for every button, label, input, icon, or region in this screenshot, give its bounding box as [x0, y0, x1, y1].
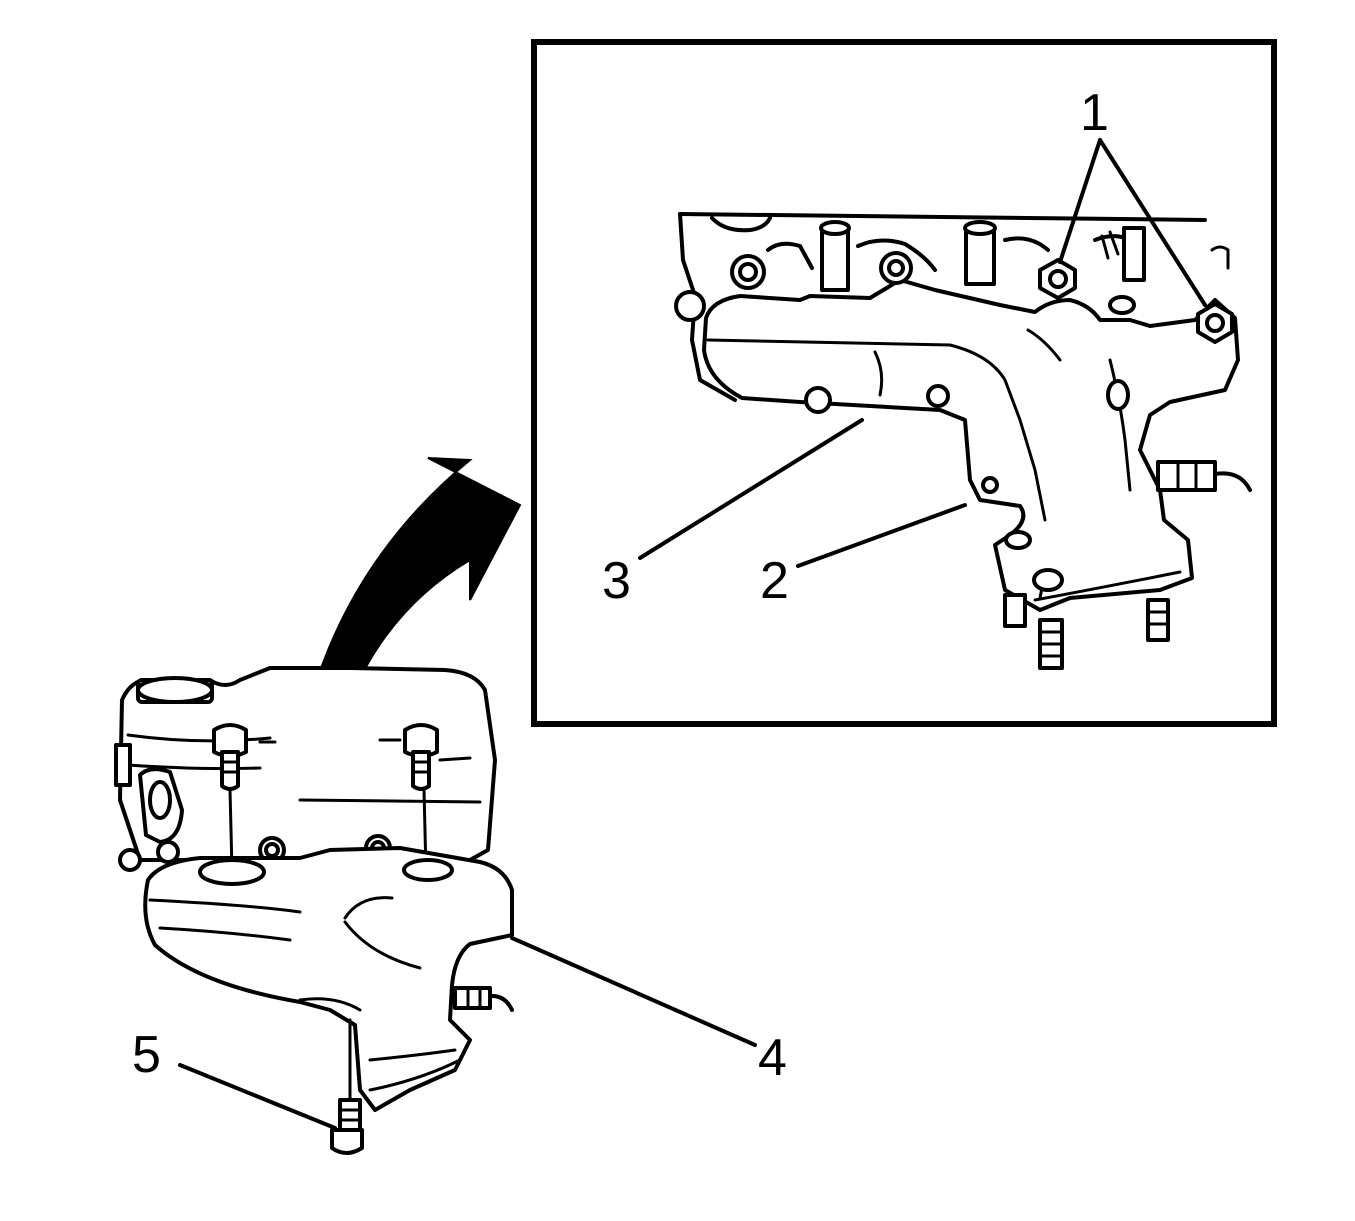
callout-1: 1 [1080, 84, 1109, 142]
inset-manifold-nuts [730, 251, 1234, 414]
callout-2: 2 [760, 552, 789, 610]
detail-inset-frame [531, 39, 1277, 727]
callout-5: 5 [132, 1026, 161, 1084]
main-stud-bolt [330, 1018, 364, 1155]
main-exhaust-manifold [143, 846, 514, 1112]
main-callout-leaders [178, 936, 757, 1130]
inset-engine-block [674, 212, 1230, 402]
inset-callout-leaders [638, 138, 1207, 568]
inset-exhaust-manifold [702, 278, 1252, 670]
callout-3: 3 [602, 552, 631, 610]
main-engine-head [114, 666, 497, 872]
callout-4: 4 [758, 1029, 787, 1087]
